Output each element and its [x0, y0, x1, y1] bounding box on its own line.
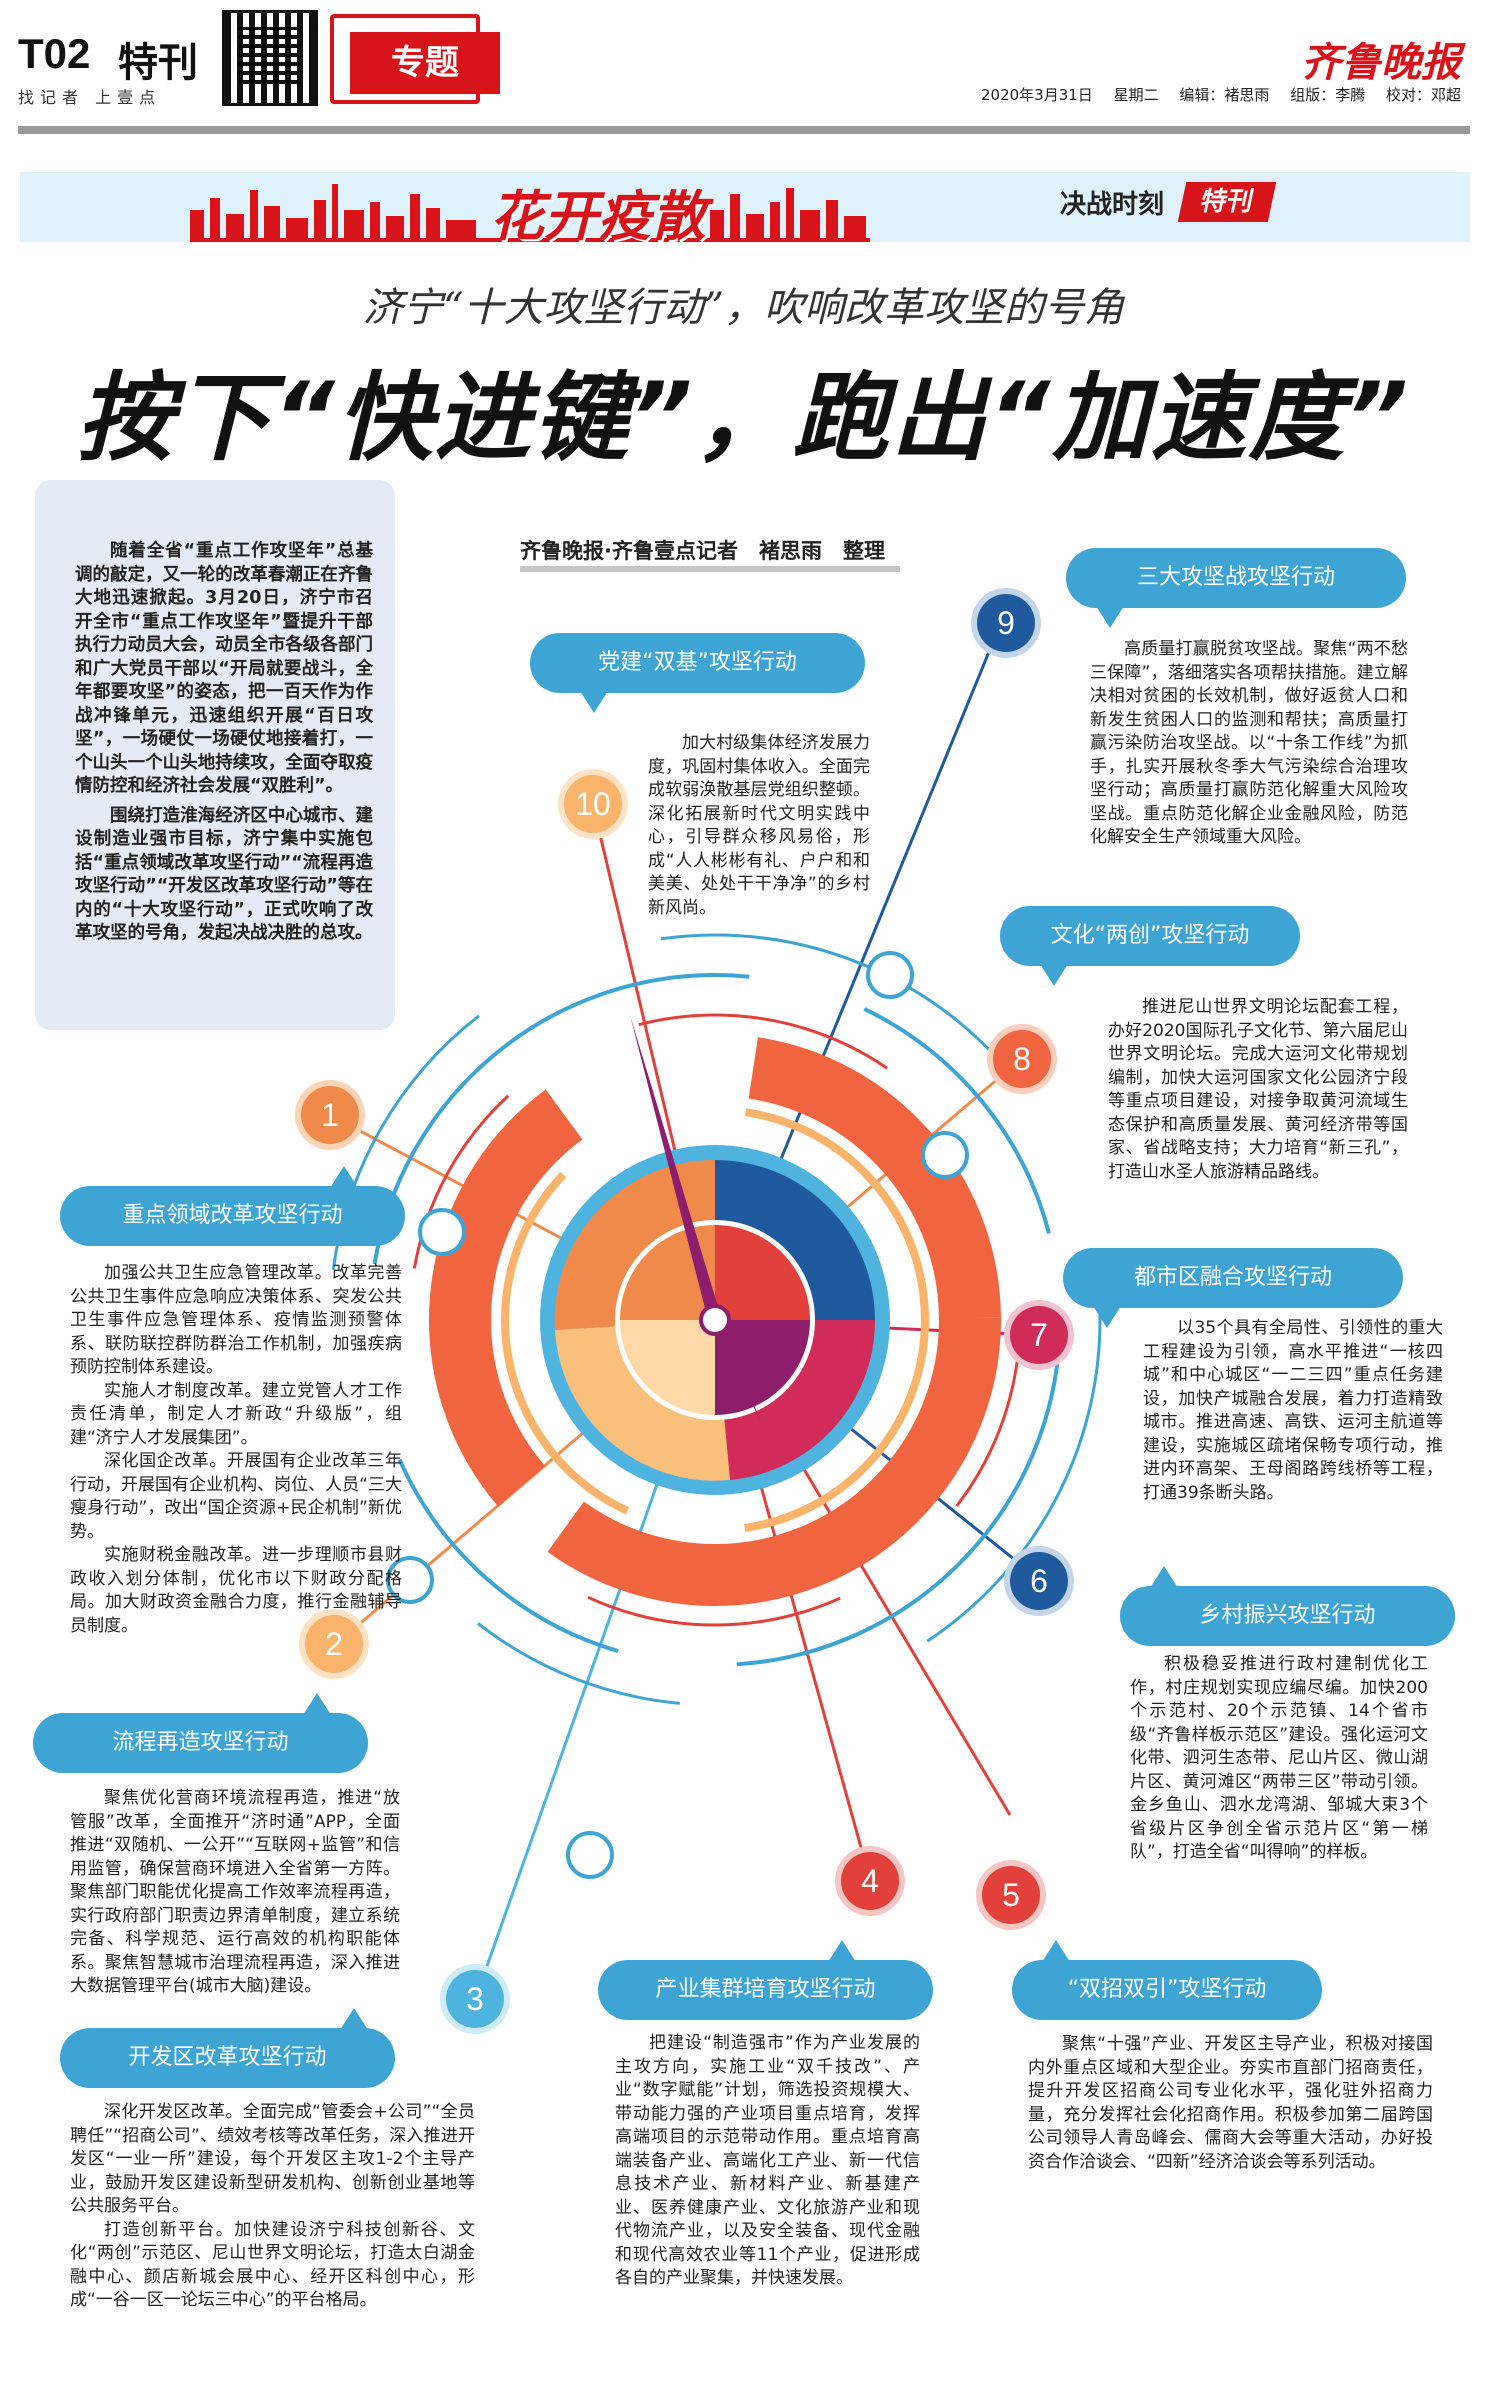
action-title-text: 乡村振兴攻坚行动 [1199, 1603, 1376, 1628]
newspaper-logo: 齐鲁晚报 [1301, 39, 1461, 86]
body-paragraph: 深化开发区改革。全面完成“管委会+公司”“全员聘任”“招商公司”、绩效考核等改革… [70, 2102, 475, 2216]
body-paragraph: 实施人才制度改革。建立党管人才工作责任清单，制定人才新政“升级版”，组建“济宁人… [70, 1380, 402, 1448]
action-title-3: 开发区改革攻坚行动 [60, 2008, 395, 2088]
badge-number: 7 [1010, 1306, 1068, 1364]
editor-credit: 编辑：褚思雨 [1179, 86, 1270, 104]
body-paragraph: 实施财税金融改革。进一步理顺市县财政收入划分体制，优化市以下财政分配格局。加大财… [70, 1545, 402, 1636]
body-paragraph: 聚焦优化营商环境流程再造，推进“放管服”改革，全面推开“济时通”APP，全面推进… [70, 1788, 400, 1996]
action-body-8: 推进尼山世界文明论坛配套工程，办好2020国际孔子文化节、第六届尼山世界文明论坛… [1108, 996, 1408, 1184]
bubble-tail [340, 2008, 368, 2030]
action-title-text: 产业集群培育攻坚行动 [655, 1977, 876, 2002]
bubble-tail [580, 691, 608, 713]
skyline-illustration [190, 184, 870, 242]
action-body-4: 把建设“制造强市”作为产业发展的主攻方向，实施工业“双千技改”、产业“数字赋能”… [615, 2032, 920, 2291]
topic-tag-frame: 专题 [330, 14, 500, 104]
topic-tag: 专题 [350, 32, 500, 94]
action-title-2: 流程再造攻坚行动 [33, 1693, 368, 1773]
bubble-tail [1150, 1566, 1178, 1588]
banner-badge: 特刊 [1177, 182, 1277, 222]
action-title-text: 文化“两创”攻坚行动 [1050, 923, 1250, 948]
byline-underline [520, 566, 900, 572]
action-body-7: 以35个具有全局性、引领性的重大工程建设为引领，高水平推进“一核四城”和中心城区… [1143, 1317, 1443, 1505]
header-divider [18, 126, 1470, 134]
bubble-tail [330, 1166, 358, 1188]
action-body-5: 聚焦“十强”产业、开发区主导产业，积极对接国内外重点区域和大型企业。夯实市直部门… [1028, 2033, 1433, 2174]
action-title-text: 党建“双基”攻坚行动 [598, 650, 797, 675]
badge-number: 2 [305, 1615, 363, 1673]
action-title-5: “双招双引”攻坚行动 [1012, 1940, 1322, 2020]
badge-number: 6 [1010, 1552, 1068, 1610]
byline: 齐鲁晚报·齐鲁壹点记者 褚思雨 整理 [520, 539, 885, 563]
action-title-7: 都市区融合攻坚行动 [1063, 1248, 1403, 1328]
bubble-tail [828, 1940, 856, 1962]
action-title-8: 文化“两创”攻坚行动 [1000, 906, 1300, 986]
page-header: T02 特刊 找记者 上壹点 专题 齐鲁晚报 2020年3月31日 星期二 编辑… [0, 0, 1487, 140]
action-body-6: 积极稳妥推进行政村建制优化工作，村庄规划实现应编尽编。加快200个示范村、20个… [1130, 1653, 1428, 1865]
intro-box: 随着全省“重点工作攻坚年”总基调的敲定，又一轮的改革春潮正在齐鲁大地迅速掀起。3… [35, 480, 395, 1030]
badge-number: 8 [993, 1030, 1051, 1088]
body-paragraph: 把建设“制造强市”作为产业发展的主攻方向，实施工业“双千技改”、产业“数字赋能”… [615, 2033, 920, 2288]
action-body-10: 加大村级集体经济发展力度，巩固村集体收入。全面完成软弱涣散基层党组织整顿。深化拓… [648, 732, 870, 920]
badge-number: 5 [982, 1866, 1040, 1924]
body-paragraph: 打造创新平台。加快建设济宁科技创新谷、文化“两创”示范区、尼山世界文明论坛，打造… [70, 2219, 475, 2311]
body-paragraph: 以35个具有全局性、引领性的重大工程建设为引领，高水平推进“一核四城”和中心城区… [1143, 1318, 1443, 1503]
bubble-tail [1093, 1306, 1121, 1328]
section-name: 特刊 [118, 40, 198, 86]
action-title-text: 流程再造攻坚行动 [112, 1730, 289, 1755]
qr-code-icon [222, 10, 318, 106]
action-body-3: 深化开发区改革。全面完成“管委会+公司”“全员聘任”“招商公司”、绩效考核等改革… [70, 2101, 475, 2313]
badge-number: 10 [564, 775, 622, 833]
badge-number: 3 [446, 1970, 504, 2028]
banner-right-text: 决战时刻 [1060, 190, 1165, 220]
body-paragraph: 加强公共卫生应急管理改革。改革完善公共卫生事件应急响应决策体系、突发公共卫生事件… [70, 1263, 402, 1377]
action-title-text: “双招双引”攻坚行动 [1067, 1977, 1267, 2002]
action-title-9: 三大攻坚战攻坚行动 [1066, 548, 1406, 628]
action-title-10: 党建“双基”攻坚行动 [530, 633, 865, 713]
bubble-tail [1040, 964, 1068, 986]
slogan: 找记者 上壹点 [18, 88, 162, 107]
badge-number: 1 [301, 1086, 359, 1144]
action-title-text: 开发区改革攻坚行动 [128, 2045, 327, 2070]
action-title-6: 乡村振兴攻坚行动 [1120, 1566, 1455, 1646]
body-paragraph: 高质量打赢脱贫攻坚战。聚焦“两不愁三保障”，落细落实各项帮扶措施。建立解决相对贫… [1090, 639, 1408, 847]
subtitle: 济宁“十大攻坚行动”，吹响改革攻坚的号角 [363, 285, 1124, 331]
main-title: 按下“快进键”，跑出“加速度” [76, 362, 1411, 474]
bubble-tail [1096, 606, 1124, 628]
action-title-text: 重点领域改革攻坚行动 [122, 1203, 343, 1228]
action-title-4: 产业集群培育攻坚行动 [598, 1940, 933, 2020]
bubble-tail [303, 1693, 331, 1715]
proof-credit: 校对：邓超 [1385, 86, 1461, 104]
intro-paragraph-2: 围绕打造淮海经济区中心城市、建设制造业强市目标，济宁集中实施包括“重点领域改革攻… [75, 805, 373, 944]
action-title-1: 重点领域改革攻坚行动 [60, 1166, 405, 1246]
intro-paragraph-1: 随着全省“重点工作攻坚年”总基调的敲定，又一轮的改革春潮正在齐鲁大地迅速掀起。3… [75, 541, 373, 796]
action-title-text: 三大攻坚战攻坚行动 [1136, 565, 1335, 590]
layout-credit: 组版：李腾 [1290, 86, 1366, 104]
body-paragraph: 加大村级集体经济发展力度，巩固村集体收入。全面完成软弱涣散基层党组织整顿。深化拓… [648, 733, 870, 918]
page-number: T02 [18, 30, 91, 77]
bubble-tail [1042, 1940, 1070, 1962]
banner-title: 花开疫散 [490, 184, 706, 242]
body-paragraph: 推进尼山世界文明论坛配套工程，办好2020国际孔子文化节、第六届尼山世界文明论坛… [1108, 997, 1408, 1182]
body-paragraph: 聚焦“十强”产业、开发区主导产业，积极对接国内外重点区域和大型企业。夯实市直部门… [1028, 2034, 1433, 2172]
action-body-2: 聚焦优化营商环境流程再造，推进“放管服”改革，全面推开“济时通”APP，全面推进… [70, 1787, 400, 1999]
body-paragraph: 深化国企改革。开展国有企业改革三年行动，开展国有企业机构、岗位、人员“三大瘦身行… [70, 1451, 402, 1542]
action-body-9: 高质量打赢脱贫攻坚战。聚焦“两不愁三保障”，落细落实各项帮扶措施。建立解决相对贫… [1090, 638, 1408, 850]
issue-date: 2020年3月31日 [981, 86, 1093, 104]
action-title-text: 都市区融合攻坚行动 [1133, 1265, 1332, 1290]
issue-meta: 2020年3月31日 星期二 编辑：褚思雨 组版：李腾 校对：邓超 [965, 84, 1461, 105]
body-paragraph: 积极稳妥推进行政村建制优化工作，村庄规划实现应编尽编。加快200个示范村、20个… [1130, 1654, 1428, 1862]
badge-number: 9 [977, 594, 1035, 652]
badge-number: 4 [841, 1852, 899, 1910]
special-banner: 花开疫散 决战时刻 特刊 [20, 172, 1470, 242]
issue-weekday: 星期二 [1113, 86, 1159, 104]
action-body-1: 加强公共卫生应急管理改革。改革完善公共卫生事件应急响应决策体系、突发公共卫生事件… [70, 1262, 402, 1638]
